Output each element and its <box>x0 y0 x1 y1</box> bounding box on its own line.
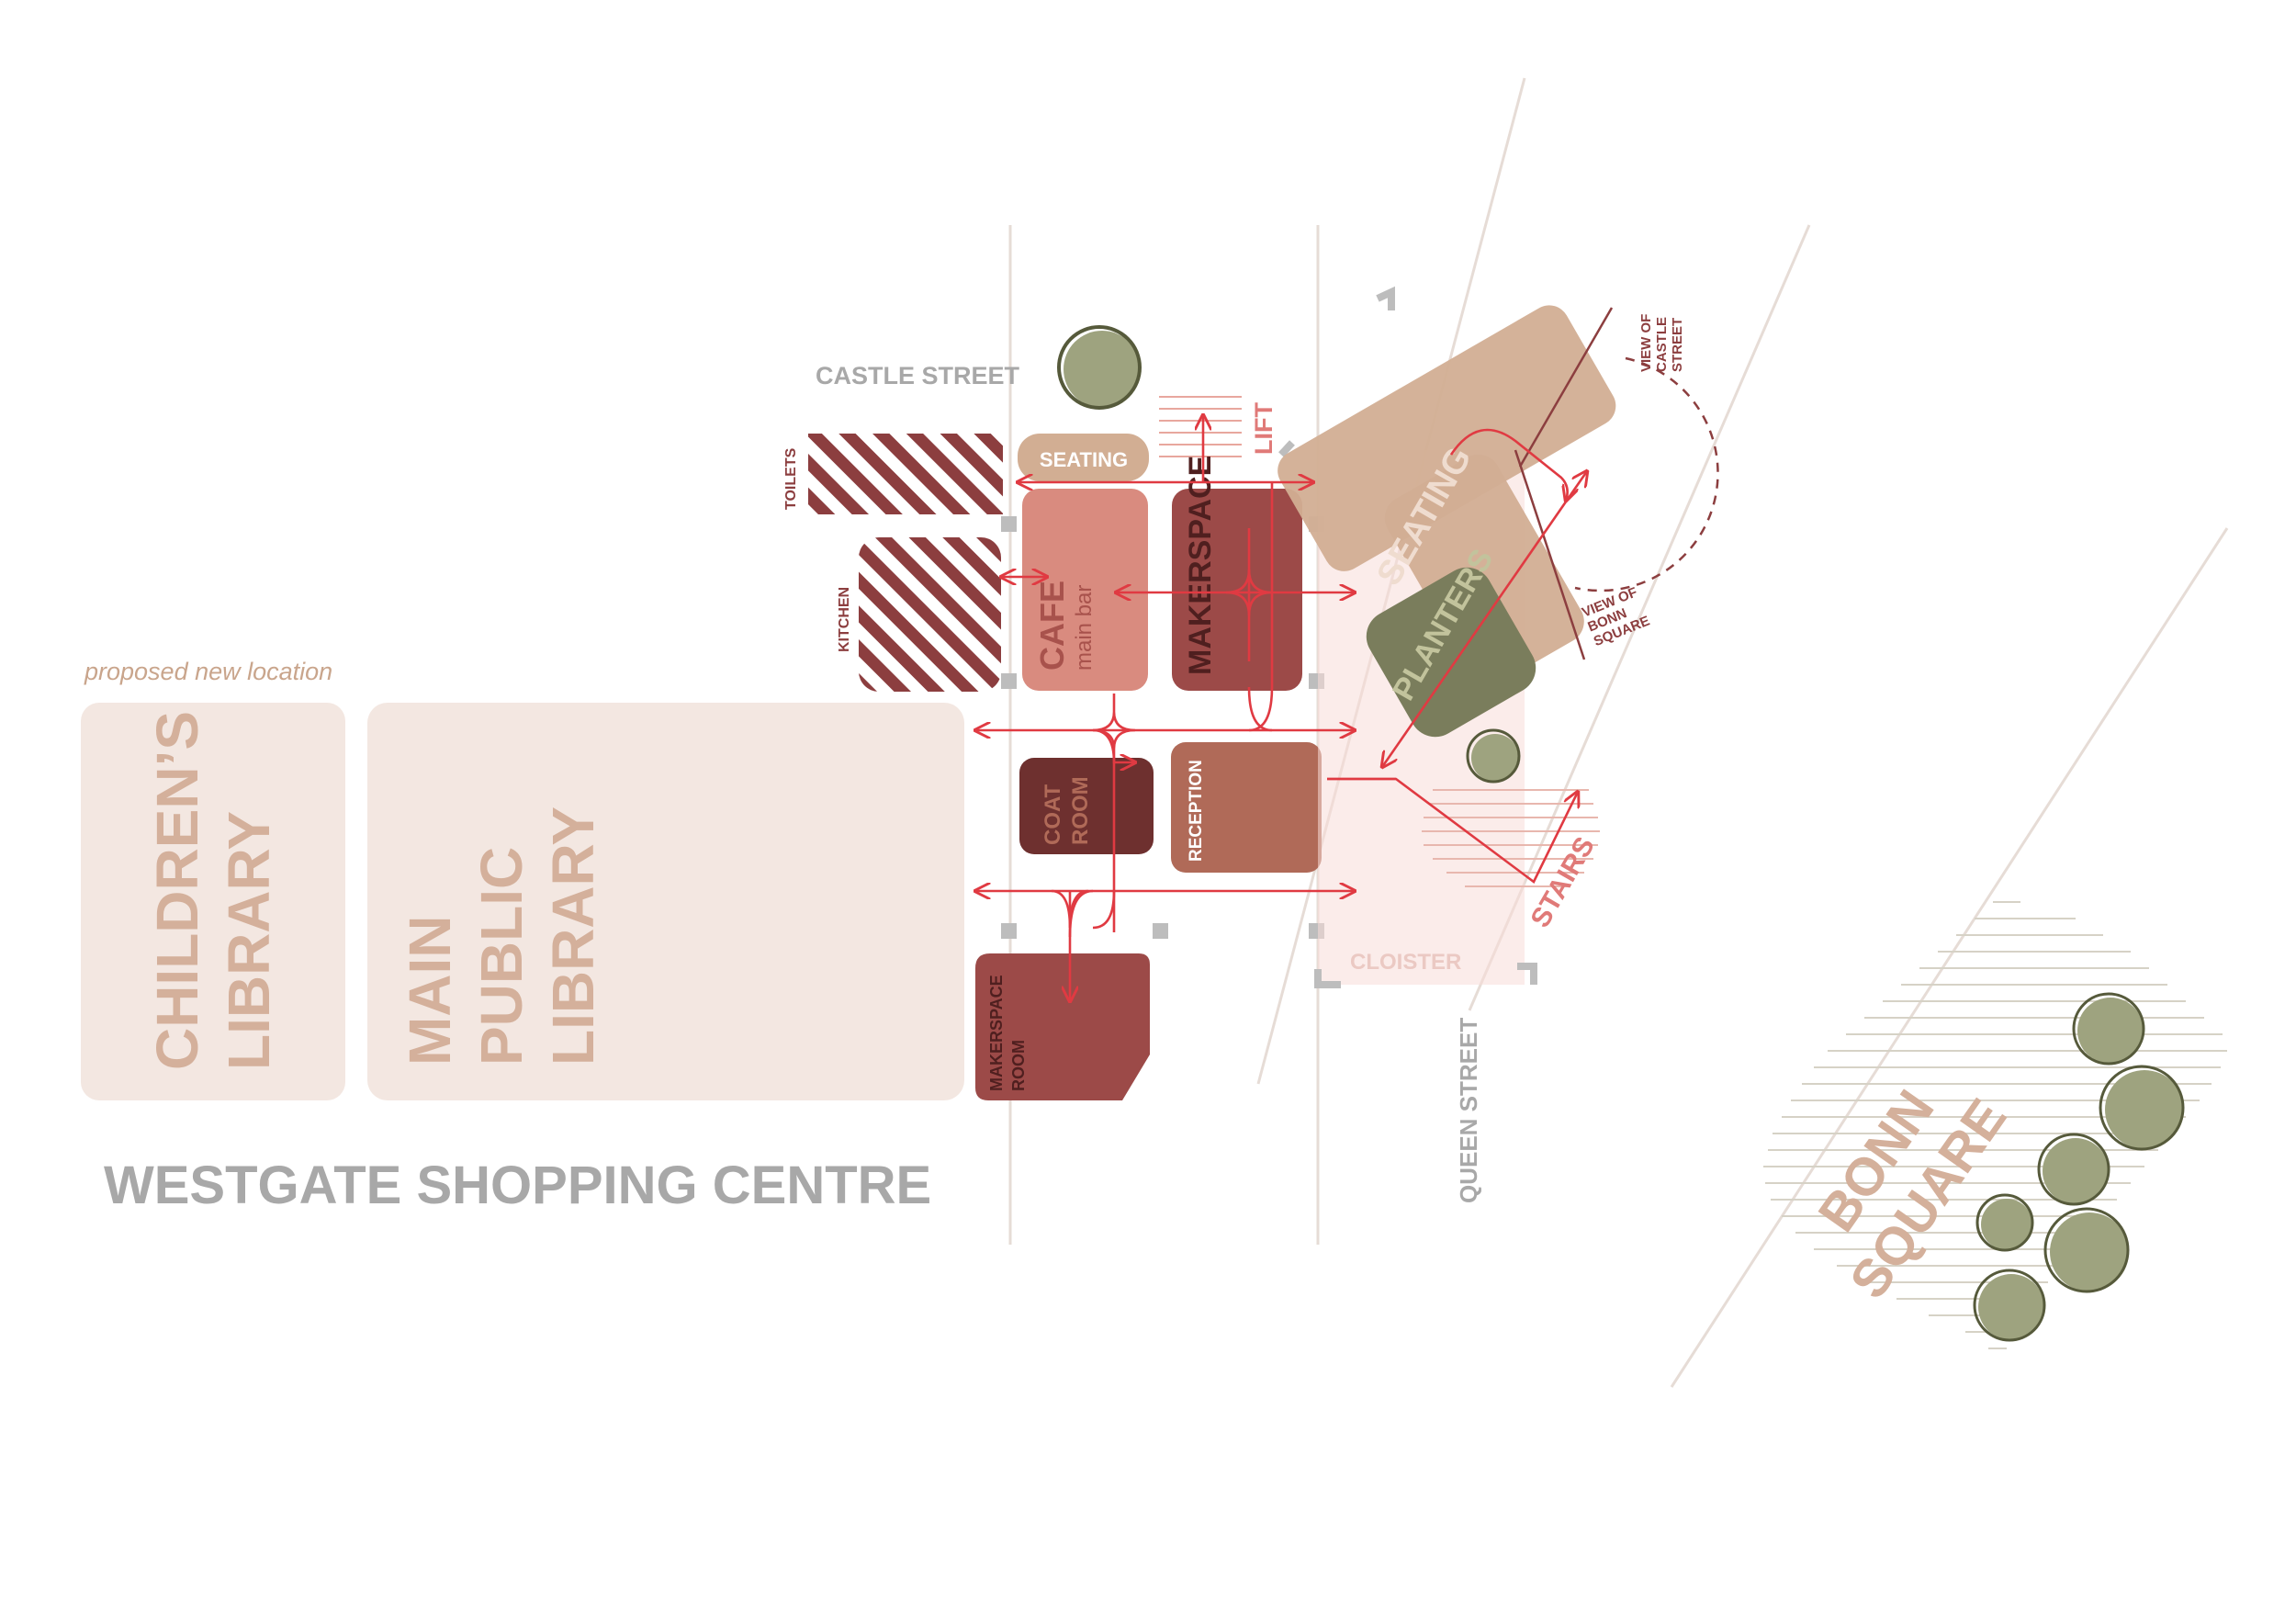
tree <box>1975 1193 2034 1252</box>
stairs-label: STAIRS <box>1525 832 1600 933</box>
kitchen-label: KITCHEN <box>837 587 852 652</box>
tree <box>1057 325 1142 410</box>
reception-block <box>1171 742 1322 873</box>
coat-room-block <box>1019 758 1154 854</box>
cloister-corners <box>1278 286 1537 988</box>
cloister-label: CLOISTER <box>1350 950 1461 975</box>
reception-label: RECEPTION <box>1187 760 1206 862</box>
cafe-sub-label: main bar <box>1072 585 1097 671</box>
kitchen-block <box>859 537 1001 692</box>
tree <box>1973 1269 2046 1342</box>
makerspace-label: MAKERSPACE <box>1183 456 1218 675</box>
small-seating-label: SEATING <box>1040 448 1128 471</box>
childrens-library-label: CHILDREN’S LIBRARY <box>144 694 282 1070</box>
tree <box>2099 1065 2185 1151</box>
stairs-hatch <box>1422 789 1600 887</box>
makerspace-room-label: MAKERSPACE ROOM <box>987 970 1028 1091</box>
toilets-label: TOILETS <box>783 447 799 510</box>
cafe-label: CAFE <box>1033 581 1071 671</box>
coat-room-label: COAT ROOM <box>1041 776 1093 845</box>
cafe-block <box>1022 489 1148 691</box>
main-public-library-label: MAIN PUBLIC LIBRARY <box>397 806 606 1066</box>
castle-street-label: CASTLE STREET <box>816 362 1020 389</box>
tree <box>2072 992 2145 1066</box>
toilets-block <box>808 434 1003 514</box>
queen-street-label: QUEEN STREET <box>1455 1018 1482 1203</box>
childrens-library-block <box>81 703 345 1100</box>
tree <box>2037 1133 2110 1206</box>
makerspace-room-block <box>975 953 1150 1100</box>
westgate-label: WESTGATE SHOPPING CENTRE <box>104 1156 931 1215</box>
bonn-square-label: BONN SQUARE <box>1785 1052 2018 1310</box>
lift-label: LIFT <box>1250 402 1277 455</box>
main-public-library-block <box>367 703 964 1100</box>
small-seating-block <box>1018 434 1149 481</box>
proposed-location-caption: proposed new location <box>84 658 332 685</box>
grid-markers <box>1001 516 1324 939</box>
view-castle-street-label: VIEW OF CASTLE STREET <box>1638 310 1685 372</box>
circulation-arrows <box>975 415 1587 1001</box>
view-bonn-square-label: VIEW OF BONN SQUARE <box>1580 583 1655 650</box>
lift-hatch <box>1159 396 1242 457</box>
tree <box>1466 728 1521 784</box>
tree <box>2043 1207 2130 1293</box>
